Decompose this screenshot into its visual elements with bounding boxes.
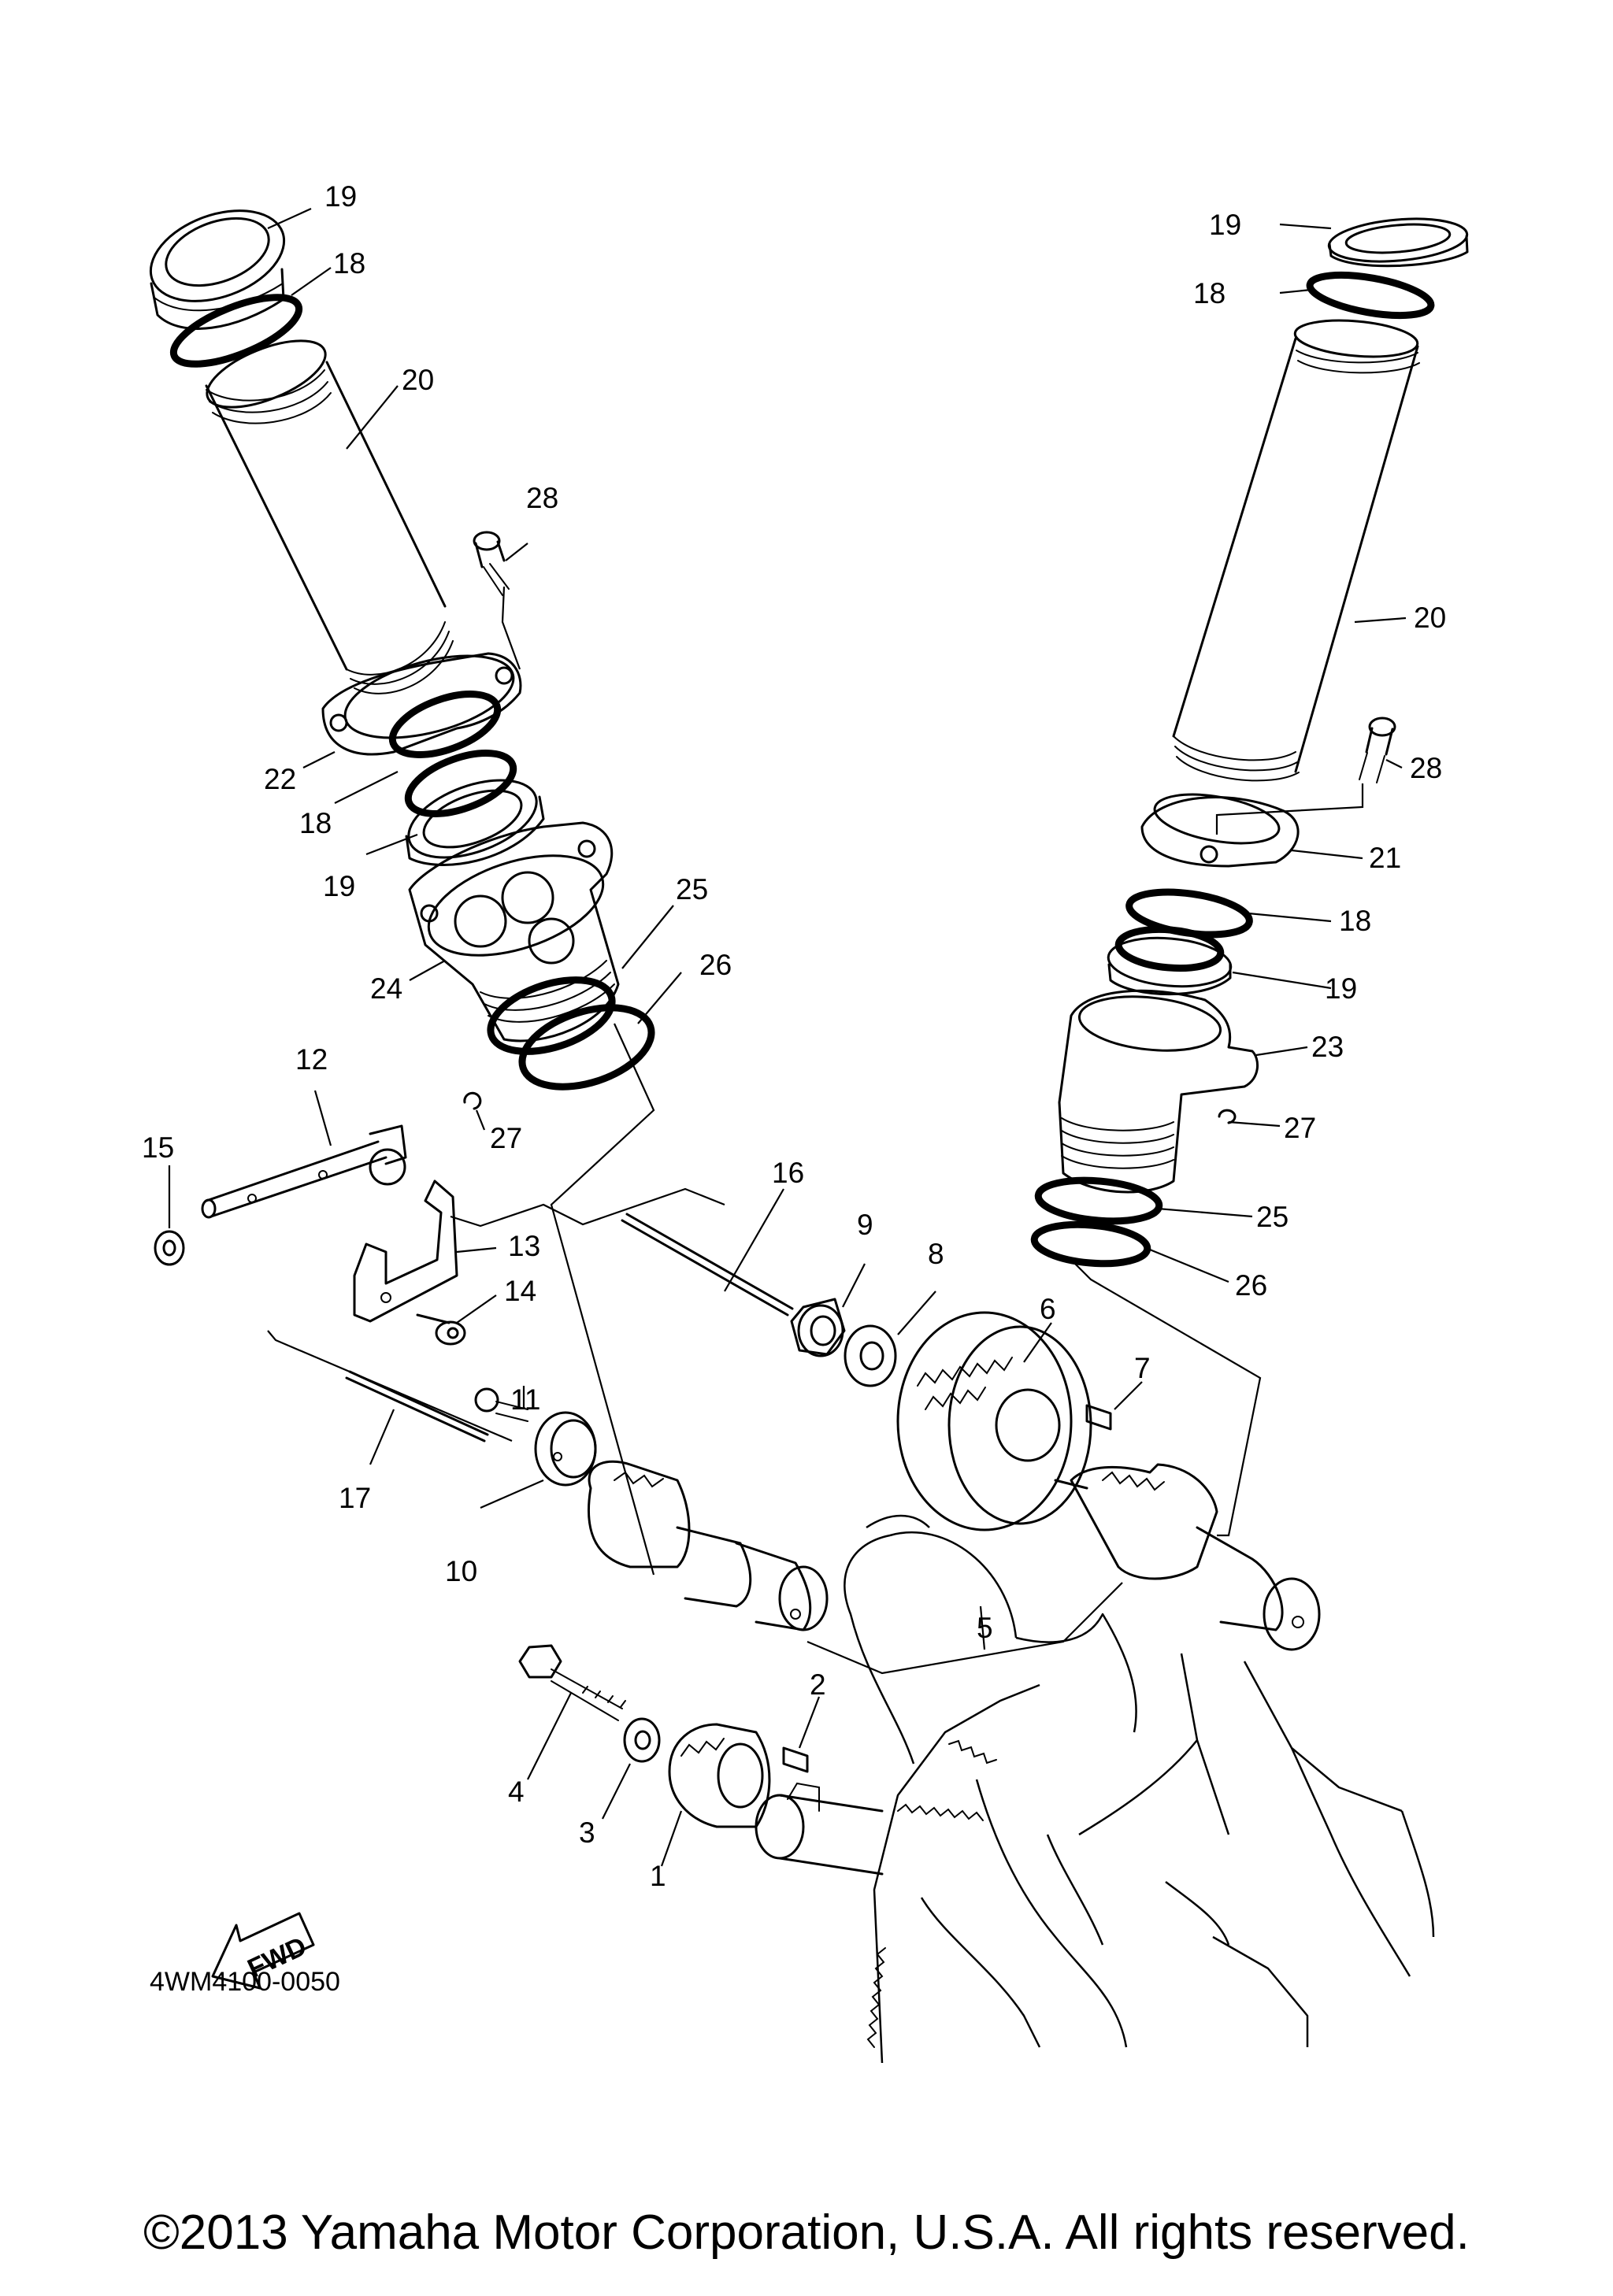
callout-26-right: 26 [1235,1269,1267,1302]
part-18-oring-left-mid [388,691,502,758]
part-28-bolt-left [473,531,521,670]
callout-12: 12 [295,1043,328,1076]
part-9-nut [790,1298,846,1357]
camshaft-gears [474,1023,1321,1876]
callout-19-right-top: 19 [1209,209,1241,241]
part-6-gear [896,1311,1092,1531]
part-22-flange-left [321,652,522,756]
part-27-clip-left [463,1091,482,1110]
copyright-notice: ©2013 Yamaha Motor Corporation, U.S.A. A… [143,2205,1470,2260]
callout-20-right: 20 [1414,602,1446,634]
callout-28-left: 28 [526,482,558,514]
callout-7: 7 [1134,1352,1151,1384]
part-5-camshaft-left [587,1460,829,1631]
part-19-seal-left-mid [404,750,545,866]
part-20-tube-right [1172,319,1420,782]
callout-25-right: 25 [1256,1201,1289,1233]
callout-15: 15 [142,1131,174,1164]
callout-19-left-top: 19 [324,180,357,213]
callout-8: 8 [928,1238,944,1270]
part-14-bolt [416,1313,466,1346]
part-23-housing-right [1058,989,1259,1194]
part-7-key [1085,1404,1112,1431]
part-19-cap-right-top [1327,217,1469,268]
callout-10: 10 [445,1555,477,1587]
callout-18-left-top: 18 [333,247,365,280]
callout-3: 3 [579,1816,595,1849]
callout-26-left: 26 [699,949,732,981]
part-17-rod [345,1370,489,1442]
leader-lines [168,207,1407,1867]
crankcase-outline [844,1531,1435,2064]
part-27-clip-right [1218,1109,1237,1124]
callout-9: 9 [857,1209,873,1241]
callout-6: 6 [1040,1293,1056,1325]
callout-5: 5 [977,1612,993,1644]
left-cam-tube-assembly [149,209,655,1110]
callout-25-left: 25 [676,873,708,905]
callout-22: 22 [264,763,296,795]
part-12-shaft [201,1124,407,1219]
callout-14: 14 [504,1275,536,1307]
part-16-rod [621,1213,794,1316]
part-18-oring-right-top [1306,271,1435,320]
callout-24: 24 [370,972,402,1005]
part-15-washer [154,1230,185,1266]
part-28-bolt-right [1215,717,1396,835]
part-3-washer [623,1717,661,1763]
part-26-oring-right [1030,1220,1151,1268]
callout-21: 21 [1369,842,1401,874]
callout-13: 13 [508,1230,540,1262]
decompression-linkage [154,1124,794,1442]
diagram-code: 4WM4100-0050 [150,1967,340,1997]
right-cam-tube-assembly [1030,217,1469,1268]
callout-19-left-mid: 19 [323,870,355,902]
part-26-oring-left [518,1004,655,1091]
part-18-oring-left-top [169,294,303,368]
part-19-seal-right-mid [1107,925,1233,996]
part-1-gear [668,1723,771,1828]
callout-18-right-top: 18 [1193,277,1226,309]
part-25-oring-right [1034,1176,1163,1225]
crankshaft-stub [755,1782,884,1876]
part-11-bolt [474,1387,528,1422]
part-8-washer [844,1324,897,1387]
callout-16: 16 [772,1157,804,1189]
part-2-key [782,1746,809,1773]
part-5-camshaft-right [1054,1463,1321,1651]
part-19-cap-left-top [149,209,286,330]
callout-18-left-mid: 18 [299,807,332,839]
part-13-bracket [353,1179,458,1323]
callout-4: 4 [508,1776,525,1808]
callout-27-right: 27 [1284,1112,1316,1144]
part-4-bolt [518,1644,626,1721]
part-25-oring-left [487,976,616,1055]
callout-numbers: 1 2 3 4 5 6 7 8 9 10 11 12 13 14 15 16 1… [142,180,1446,1892]
callout-19-right-mid: 19 [1325,972,1357,1005]
callout-23: 23 [1311,1031,1344,1063]
part-21-flange-right [1140,793,1300,868]
callout-1: 1 [650,1860,666,1892]
callout-28-right: 28 [1410,752,1442,784]
part-10-plate [534,1411,597,1487]
callout-2: 2 [810,1668,826,1701]
callout-20-left: 20 [402,364,434,396]
callout-27-left: 27 [490,1122,522,1154]
part-20-tube-left [205,339,454,694]
callout-11: 11 [510,1383,540,1416]
callout-17: 17 [339,1482,371,1514]
callout-18-right-mid: 18 [1339,905,1371,937]
